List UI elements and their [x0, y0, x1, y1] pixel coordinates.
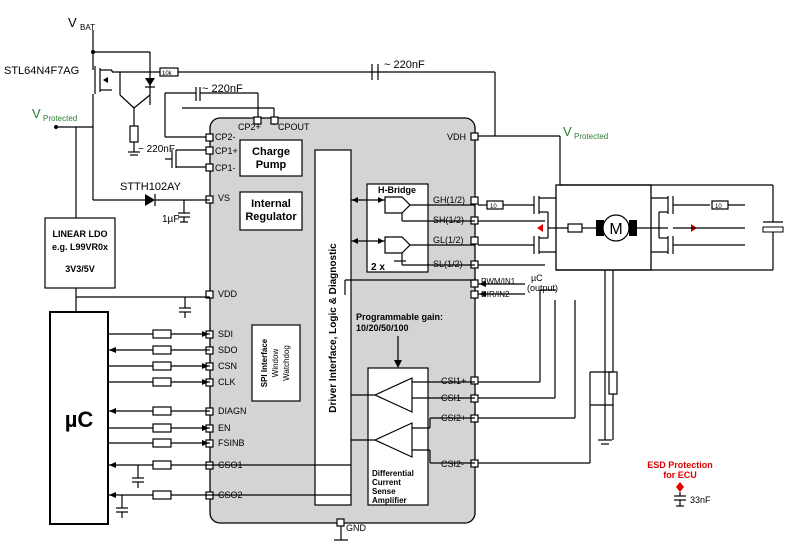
vprot-right-subscript: Protected: [574, 132, 608, 141]
pin-pwm: PWM/IN1: [481, 277, 516, 286]
internal-regulator-block: Internal Regulator: [239, 191, 303, 231]
uc-output-line2: (output): [527, 283, 558, 293]
pin-csn: CSN: [218, 361, 237, 371]
mcu-label: µC: [65, 407, 94, 432]
pin-sdo: SDO: [218, 345, 238, 355]
charge-pump-block: Charge Pump: [239, 139, 303, 177]
diode-label: STTH102AY: [120, 181, 182, 193]
mosfet-label: STL64N4F7AG: [4, 65, 79, 77]
gate-cap-label: ~ 220nF: [138, 144, 175, 155]
pin-csi1p: CSI1+: [441, 376, 466, 386]
uc-output-labels: µC (output): [478, 273, 558, 297]
cp-cap-label: ~ 220nF: [202, 83, 243, 95]
pin-en: EN: [218, 423, 231, 433]
current-sense-amplifier: Differential Current Sense Amplifier: [351, 367, 475, 506]
gnd-pin-wire: [334, 526, 348, 541]
charge-pump-line2: Pump: [256, 159, 287, 171]
pin-cp1m: CP1-: [215, 163, 236, 173]
spi-line1: SPI Interface: [260, 338, 269, 387]
vprotected-left: V Protected: [32, 106, 94, 200]
esd-line1: ESD Protection: [647, 460, 713, 470]
shunt-resistor: [608, 371, 618, 395]
gain-line2: 10/20/50/100: [356, 323, 409, 333]
logic-label: Driver Interface, Logic & Diagnostic: [328, 243, 339, 413]
esd-protection: ESD Protection for ECU 33nF: [647, 460, 713, 507]
protection-mosfet: STL64N4F7AG: [4, 52, 113, 118]
pin-cpout: CPOUT: [278, 122, 310, 132]
gate-res-left-label: 10: [490, 204, 497, 210]
resistor-10k-label: 10k: [162, 71, 173, 77]
spi-line2: Window: [271, 349, 280, 378]
pin-sdi: SDI: [218, 329, 233, 339]
pin-sl: SL(1/2): [433, 259, 463, 269]
hbridge-count: 2 x: [371, 262, 385, 273]
esd-cap-label: 33nF: [690, 495, 711, 505]
gate-network: 10k ~ 220nF: [112, 67, 495, 156]
vprot-left-label: V: [32, 106, 41, 121]
pin-cp2m: CP2-: [215, 132, 236, 142]
vbat-subscript: BAT: [80, 23, 95, 32]
pin-diagn: DIAGN: [218, 406, 247, 416]
spi-block: SPI Interface Window Watchdog: [251, 324, 301, 402]
csa-line2: Current: [372, 478, 401, 487]
logic-diagnostic-block: Driver Interface, Logic & Diagnostic: [314, 149, 352, 506]
linear-ldo: LINEAR LDO e.g. L99VR0x 3V3/5V: [44, 127, 210, 318]
pin-sh: SH(1/2): [433, 215, 464, 225]
pin-clk: CLK: [218, 377, 236, 387]
vprot-left-subscript: Protected: [43, 114, 77, 123]
bootstrap-cap: ~ 220nF: [371, 59, 561, 185]
pin-cp1p: CP1+: [215, 146, 238, 156]
gain-line1: Programmable gain:: [356, 312, 443, 322]
motor-bridge: 10 M 10: [478, 184, 784, 445]
ldo-line2: e.g. L99VR0x: [52, 242, 108, 252]
vbat-supply: V BAT: [68, 15, 151, 72]
vs-cap-label: 1µF: [162, 214, 179, 225]
vprotected-right: V Protected: [563, 124, 608, 141]
gate-resistor: [129, 125, 139, 143]
vbat-label: V: [68, 15, 77, 30]
uc-output-line1: µC: [531, 273, 543, 283]
csa-line4: Amplifier: [372, 496, 407, 505]
pin-csi2m: CSI2-: [441, 459, 464, 469]
vprot-right-label: V: [563, 124, 572, 139]
spi-line3: Watchdog: [282, 345, 291, 381]
gain-label: Programmable gain: 10/20/50/100: [356, 312, 443, 368]
hbridge-block: H-Bridge 2 x: [351, 183, 475, 273]
pin-cp2p: CP2+: [238, 122, 261, 132]
microcontroller: µC: [49, 311, 109, 525]
esd-line2: for ECU: [663, 470, 697, 480]
hbridge-label: H-Bridge: [378, 185, 416, 195]
ldo-line3: 3V3/5V: [65, 264, 95, 274]
vs-diode: STTH102AY 1µF: [93, 181, 210, 225]
gate-res-right-label: 10: [715, 204, 722, 210]
motor-label: M: [609, 221, 622, 238]
shunt-sense: [478, 270, 618, 464]
regulator-line1: Internal: [251, 198, 291, 210]
pin-vdd: VDD: [218, 289, 238, 299]
pin-gh: GH(1/2): [433, 195, 465, 205]
pin-gl: GL(1/2): [433, 235, 464, 245]
ldo-line1: LINEAR LDO: [53, 229, 108, 239]
csa-line1: Differential: [372, 469, 414, 478]
pin-fsinb: FSINB: [218, 438, 245, 448]
logic-feedback-wires: [344, 199, 475, 295]
mcu-signal-lines: [108, 329, 351, 518]
pin-vs: VS: [218, 193, 230, 203]
pin-vdh: VDH: [447, 132, 466, 142]
bootstrap-cap-label: ~ 220nF: [384, 59, 425, 71]
charge-pump-line1: Charge: [252, 146, 290, 158]
regulator-line2: Regulator: [245, 211, 297, 223]
csa-line3: Sense: [372, 487, 396, 496]
pin-gnd: GND: [346, 523, 367, 533]
